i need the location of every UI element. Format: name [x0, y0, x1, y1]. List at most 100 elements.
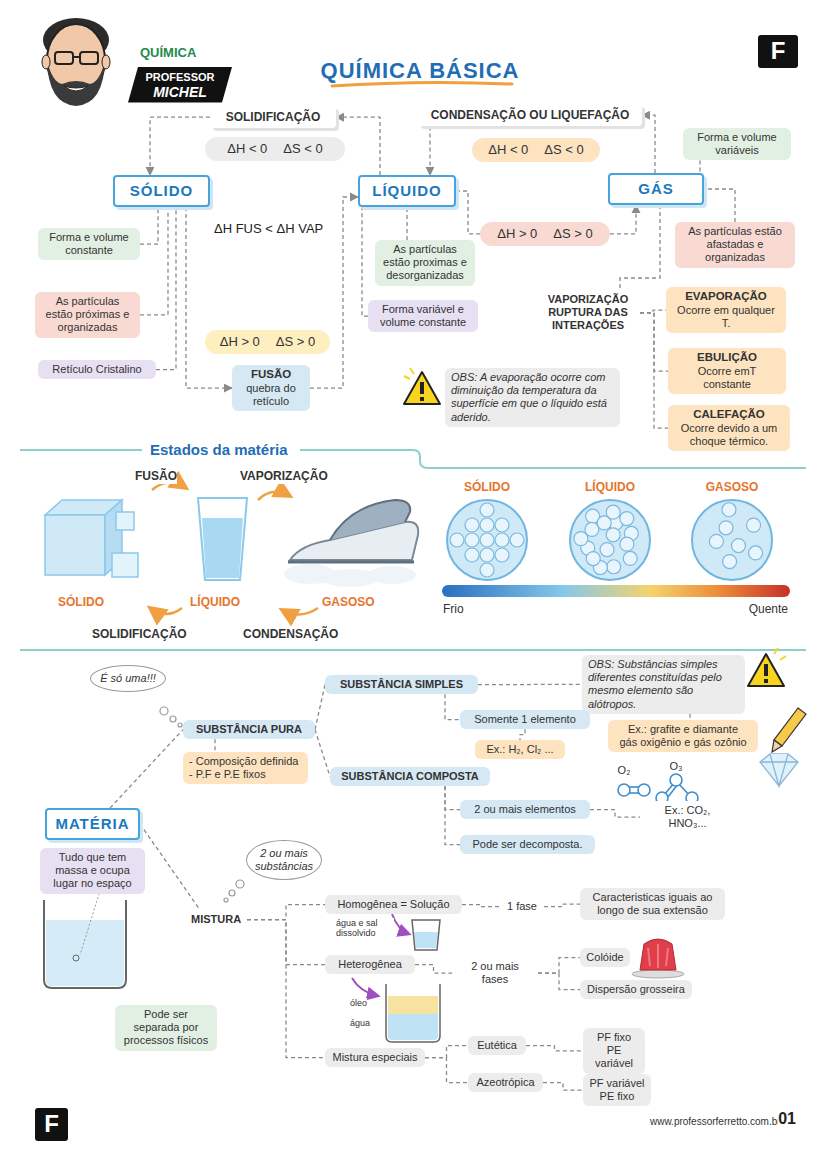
node-text: PE fixo	[589, 1090, 645, 1103]
label-text: água	[350, 1018, 370, 1028]
node-text: PF fixo	[589, 1031, 639, 1044]
node-text: GÁS	[616, 180, 696, 198]
process-name: CONDENSAÇÃO	[243, 628, 338, 642]
label-text: GASOSO	[322, 596, 375, 610]
node-text: PE variável	[589, 1044, 639, 1070]
node-text: SUBSTÂNCIA PURA	[189, 723, 309, 736]
subject-label: QUÍMICA	[140, 46, 196, 61]
property-box: Pode ser separada por processos físicos	[115, 1005, 217, 1051]
label-text: água e sal dissolvido	[336, 918, 394, 939]
logo-box: F	[35, 1108, 68, 1141]
node-text: F	[762, 37, 794, 66]
enthalpy-pill: ΔH > 0ΔS > 0	[480, 222, 610, 246]
node-text: Ex.: grafite e diamante	[614, 723, 752, 736]
node-text: Colóide	[586, 951, 624, 964]
label-text: SÓLIDO	[58, 596, 104, 610]
tag-shape	[128, 67, 232, 103]
dashed-connector	[538, 973, 580, 989]
dashed-connector	[362, 207, 368, 316]
section-title: Estados da matéria	[150, 441, 288, 458]
node-text: Forma variável e volume constante	[374, 303, 472, 329]
node-text: Ocorre devido a um choque térmico.	[674, 422, 784, 448]
state-name: LÍQUIDO	[585, 481, 635, 495]
node-text: RUPTURA DAS INTERAÇÕES	[542, 306, 634, 332]
concept-box: Homogênea = Solução	[325, 895, 462, 914]
scale-label: Frio	[443, 603, 464, 617]
concept-box: 2 ou mais elementos	[460, 800, 590, 819]
concept-text: 2 ou mais fases	[452, 957, 538, 989]
label-text: óleo	[350, 998, 367, 1008]
enthalpy-comparison: ΔH FUS < ΔH VAP	[214, 222, 323, 237]
node-text: OBS: Substâncias simples diferentes cons…	[588, 658, 739, 711]
state-name: GASOSO	[322, 596, 375, 610]
concept-box: Somente 1 elemento	[460, 710, 590, 729]
property-box: Caracteristicas iguais ao longo de sua e…	[580, 888, 725, 920]
node-text: ΔS > 0	[276, 334, 315, 350]
particle-model	[447, 500, 772, 580]
node-text: MISTURA	[191, 913, 241, 926]
property-box: As partículas estão proximas e desorgani…	[375, 240, 475, 286]
node-text: ΔS < 0	[283, 141, 322, 157]
process-label: CONDENSAÇÃO OU LIQUEFAÇÃO	[418, 104, 642, 126]
property-box: As partículas estão afastadas e organiza…	[675, 222, 795, 268]
node-text: Eutética	[474, 1039, 520, 1052]
teacher-portrait	[42, 18, 110, 106]
warning-icon	[748, 648, 786, 686]
logo-box: F	[758, 35, 798, 68]
dashed-connector	[699, 160, 700, 173]
node-text: SOLIDIFICAÇÃO	[216, 110, 330, 124]
node-text: 2 ou mais substâncias	[255, 847, 313, 873]
illustration-label: água	[350, 1018, 370, 1028]
concept-box: SUBSTÂNCIA SIMPLES	[325, 675, 478, 694]
dashed-connector	[415, 965, 452, 974]
node-text: As partículas estão proximas e desorgani…	[381, 243, 469, 283]
salt-water-glass	[392, 914, 440, 950]
node-text: SUBSTÂNCIA SIMPLES	[331, 678, 472, 691]
dashed-connector	[590, 810, 640, 818]
property-box: Forma e volume constante	[38, 228, 140, 260]
dashed-connector	[315, 685, 325, 730]
label-text: LÍQUIDO	[585, 481, 635, 495]
node-text: Ex.: CO₂, HNO₃...	[646, 804, 729, 830]
concept-box: Heterogênea	[325, 955, 415, 974]
process-box: FUSÃOquebra do retículo	[232, 365, 310, 411]
process-name: FUSÃO	[135, 470, 177, 484]
teacher-tag: PROFESSORMICHEL	[128, 67, 232, 105]
gelatin	[632, 939, 684, 978]
dashed-connector	[538, 958, 580, 974]
concept-box: Azeotrópica	[468, 1073, 543, 1092]
node-text: Retículo Cristalino	[44, 363, 150, 376]
property-box: PF variávelPE fixo	[583, 1074, 651, 1106]
label-text: O₃	[669, 760, 682, 773]
dashed-connector	[610, 205, 636, 234]
node-text: Forma e volume variáveis	[689, 131, 785, 157]
concept-box: SUBSTÂNCIA COMPOSTA	[330, 767, 490, 786]
illustration-label: óleo	[350, 998, 367, 1008]
node-text: EBULIÇÃO	[674, 351, 780, 365]
scale-label: Quente	[749, 603, 788, 617]
node-text: FUSÃO	[238, 368, 304, 382]
property-box: As partículas estão próximas e organizad…	[35, 292, 140, 338]
label-text: GASOSO	[706, 481, 759, 495]
dashed-connector	[456, 191, 480, 234]
node-text: MATÉRIA	[53, 815, 132, 833]
node-text: 1 fase	[506, 900, 538, 913]
illustration-label: água e sal dissolvido	[336, 918, 394, 939]
dashed-connector	[445, 694, 460, 719]
node-text: É só uma!!!	[99, 672, 157, 685]
example-box: Ex.: grafite e diamantegás oxigênio e gá…	[608, 720, 758, 752]
node-text: Caracteristicas iguais ao longo de sua e…	[586, 891, 719, 917]
node-text: Mistura especiais	[331, 1051, 419, 1064]
property-box: Tudo que tem massa e ocupa lugar no espa…	[40, 848, 145, 894]
process-label: VAPORIZAÇÃORUPTURA DAS INTERAÇÕES	[536, 290, 640, 336]
node-text: Ocorre emT constante	[674, 365, 780, 391]
property-box: Forma e volume variáveis	[683, 128, 791, 160]
node-text: gás oxigênio e gás ozônio	[614, 736, 752, 749]
label-text: O₂	[618, 764, 631, 777]
state-name: LÍQUIDO	[190, 596, 240, 610]
label-text: 01	[778, 1110, 796, 1128]
dashed-connector	[704, 189, 735, 222]
enthalpy-pill: ΔH > 0ΔS > 0	[205, 330, 330, 354]
dashed-connector	[544, 904, 580, 906]
node-text: As partículas estão afastadas e organiza…	[681, 225, 789, 265]
